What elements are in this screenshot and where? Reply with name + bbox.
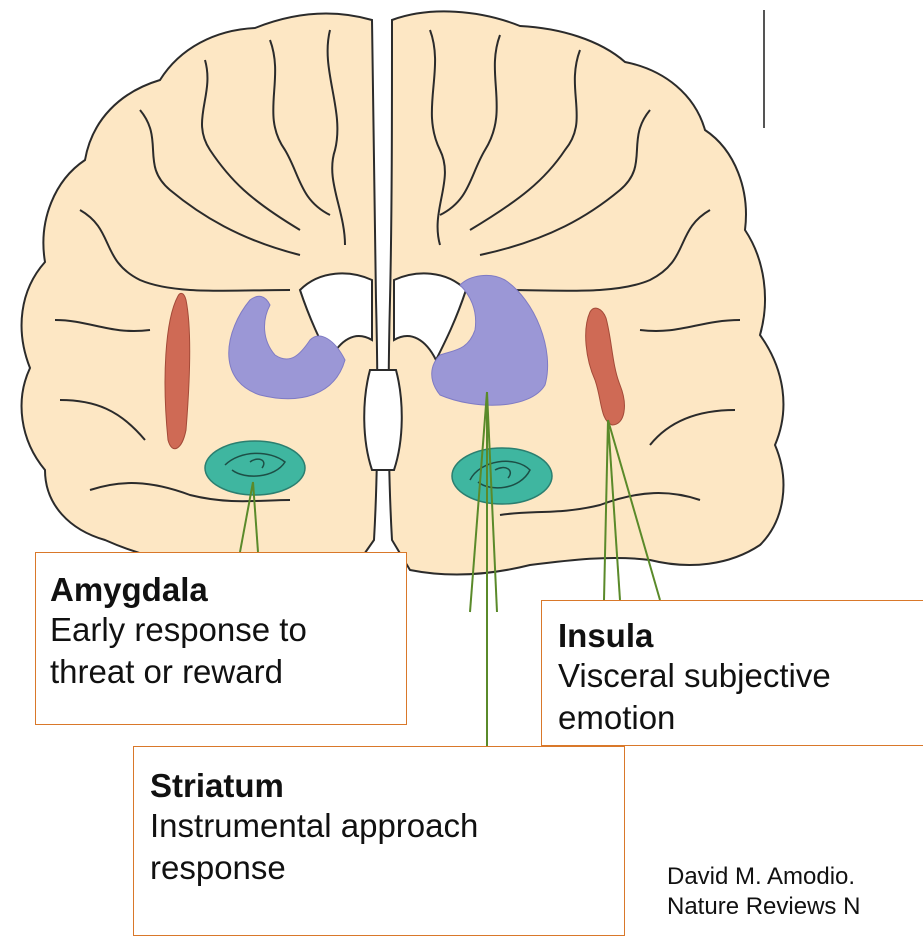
striatum-desc-line2: response (150, 847, 624, 889)
right-amygdala (452, 448, 552, 504)
amygdala-desc-line2: threat or reward (50, 651, 406, 693)
citation: David M. Amodio. Nature Reviews N (667, 862, 860, 922)
insula-desc-line1: Visceral subjective (558, 655, 923, 697)
left-amygdala (205, 441, 305, 495)
amygdala-callout: Amygdala Early response to threat or rew… (35, 552, 407, 725)
insula-desc-line2: emotion (558, 697, 923, 739)
striatum-title: Striatum (150, 767, 624, 805)
citation-line2: Nature Reviews N (667, 893, 860, 920)
amygdala-desc-line1: Early response to (50, 609, 406, 651)
citation-line1: David M. Amodio. (667, 863, 855, 890)
striatum-callout: Striatum Instrumental approach response (133, 746, 625, 936)
insula-callout: Insula Visceral subjective emotion (541, 600, 923, 746)
insula-title: Insula (558, 617, 923, 655)
striatum-desc-line1: Instrumental approach (150, 805, 624, 847)
amygdala-title: Amygdala (50, 571, 406, 609)
third-ventricle (364, 370, 402, 470)
